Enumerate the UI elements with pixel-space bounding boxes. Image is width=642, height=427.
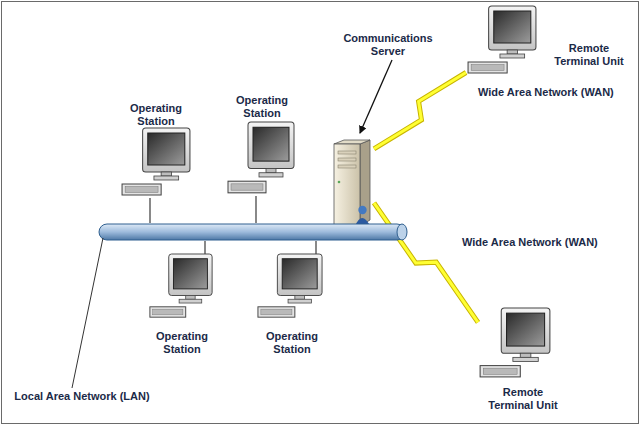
lightning-outline [374,73,466,149]
monitor-stand [161,172,171,176]
drive-bay [338,158,356,161]
computer-node: Remote Terminal Unit [478,308,552,380]
computer-node: Operating Station [256,254,324,320]
wan-link [374,73,466,149]
node-label: Operating Station [224,94,300,120]
drive-bay [338,165,356,168]
monitor-bezel [501,308,550,353]
station-icon [120,128,192,198]
lightning-bolt [374,73,466,149]
drop-line [255,196,256,223]
monitor-stand [295,295,305,299]
station-icon [466,6,538,76]
monitor-bezel [277,254,322,295]
bus-icon [98,223,410,241]
monitor-bezel [143,128,190,172]
drop-line [315,241,316,254]
node-label: Communications Server [336,32,440,58]
link-label: Wide Area Network (WAN) [462,236,598,249]
keyboard-keys [261,309,292,315]
monitor-screen [507,313,545,346]
lightning-bolt [374,203,478,323]
monitor-bezel [169,254,212,295]
monitor-stand [266,169,276,173]
monitor-stand [507,50,517,54]
station-icon [226,122,296,196]
callout-arrow [360,60,392,133]
lan-drop-line [256,196,257,223]
monitor-base [513,357,538,361]
monitor-base [179,299,202,303]
server-icon [330,138,374,228]
keyboard [228,181,266,193]
monitor-stand [186,295,195,299]
server-front [334,144,360,226]
computer-node: Operating Station [226,122,296,196]
monitor-screen [173,259,207,289]
keyboard [258,307,295,317]
server-top [334,140,370,144]
monitor-bezel [489,6,536,50]
station-icon [148,254,214,320]
monitor-base [288,299,311,303]
node-label: Local Area Network (LAN) [14,390,150,403]
monitor-base [259,173,283,177]
power-light [338,181,341,184]
drop-line [149,198,150,223]
keyboard [468,62,507,73]
keyboard [150,307,186,317]
wan-link [374,203,478,323]
keyboard [122,184,161,195]
bus-body [99,224,405,240]
monitor-stand [520,353,531,357]
link-label: Wide Area Network (WAN) [478,86,614,99]
node-label: Operating Station [254,330,330,356]
keyboard-keys [153,309,183,315]
computer-node: Operating Station [120,128,192,198]
computer-node: Remote Terminal Unit [466,6,538,76]
keyboard [480,366,520,377]
network-bus: Local Area Network (LAN) [98,223,410,241]
monitor-bezel [248,122,294,169]
station-icon [478,308,552,380]
server-node: Communications Server [330,138,374,228]
bus-end [397,224,407,240]
node-label: Operating Station [144,330,220,356]
lan-drop-line [205,241,206,254]
lan-drop-line [316,241,317,254]
monitor-screen [148,133,185,165]
monitor-base [500,54,525,58]
keyboard-keys [471,65,504,71]
monitor-screen [282,259,317,289]
drop-line [204,241,205,254]
lan-drop-line [150,198,151,223]
station-icon [256,254,324,320]
monitor-base [154,176,179,180]
keyboard-keys [125,187,158,193]
node-label: Remote Terminal Unit [548,42,630,68]
monitor-screen [253,127,289,161]
leader-line [72,238,103,388]
keyboard-keys [483,368,517,374]
keyboard-keys [231,184,263,190]
node-label: Remote Terminal Unit [482,386,564,412]
monitor-screen [494,11,531,43]
lightning-outline [374,203,478,323]
node-label: Operating Station [118,102,194,128]
drive-bay [338,151,356,154]
computer-node: Operating Station [148,254,214,320]
user-head [358,206,366,214]
